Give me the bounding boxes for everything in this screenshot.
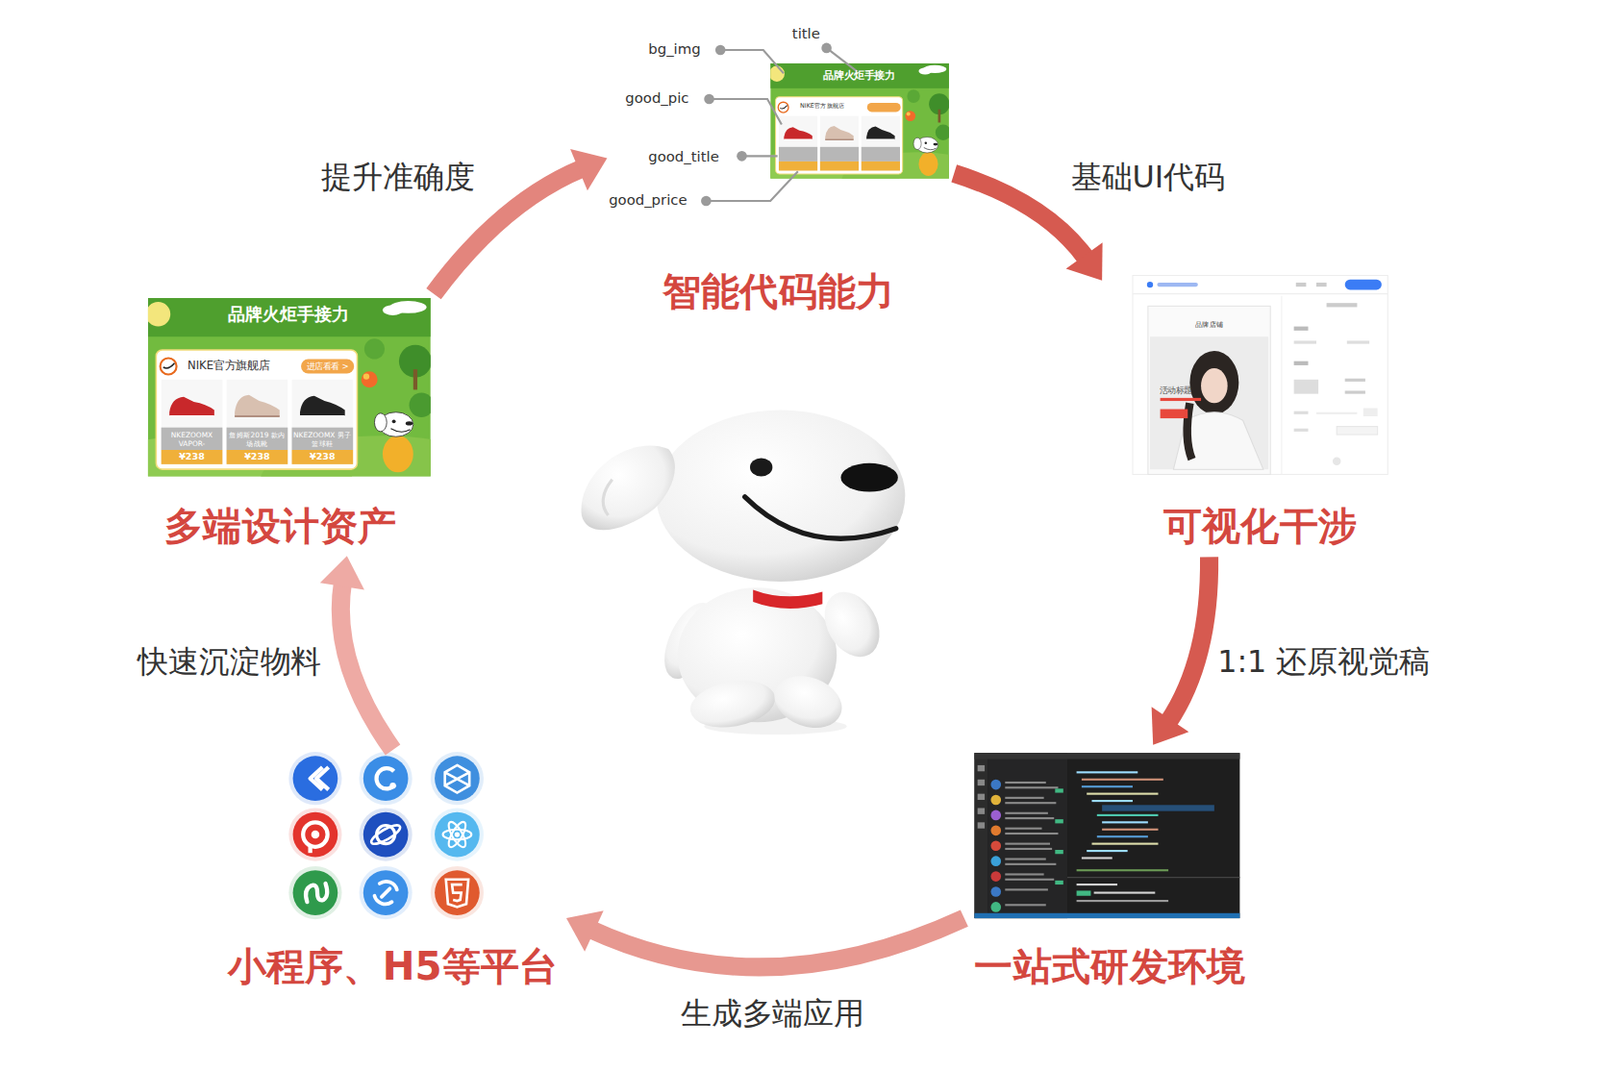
text-label: ¥238 bbox=[244, 451, 271, 463]
text-label: good_pic bbox=[625, 89, 689, 106]
arrow-body bbox=[590, 918, 965, 968]
flow-arrow bbox=[566, 910, 965, 968]
text-label: 品牌火炬手接力 bbox=[227, 305, 350, 326]
arrow-body bbox=[340, 582, 393, 750]
text-label: good_title bbox=[648, 148, 720, 165]
stage-node: 小程序、H5等平台 bbox=[219, 750, 567, 996]
arrow-head bbox=[566, 910, 604, 951]
flow-arrow bbox=[320, 555, 394, 750]
arrow-head bbox=[570, 149, 607, 191]
flow-arrow bbox=[1151, 556, 1210, 745]
text-label: good_price bbox=[608, 191, 687, 208]
leader-dots bbox=[700, 43, 832, 207]
arrow-label: 快速沉淀物料 bbox=[137, 644, 322, 678]
arrow-head bbox=[320, 555, 365, 590]
platform-icons bbox=[288, 751, 484, 920]
text-label: ¥238 bbox=[178, 451, 205, 463]
stage-label: 智能代码能力 bbox=[662, 271, 896, 314]
text-label: ¥238 bbox=[309, 451, 336, 463]
text-label: 活动标题 bbox=[1159, 386, 1193, 397]
text-label: NIKE官方旗舰店 bbox=[800, 102, 846, 110]
text-label: title bbox=[792, 25, 821, 42]
ide-screenshot bbox=[974, 752, 1240, 919]
text-label: bg_img bbox=[648, 40, 700, 57]
text-label: 品牌火炬手接力 bbox=[823, 69, 895, 81]
text-label: 品牌店铺 bbox=[1195, 320, 1225, 329]
text-label: NKEZOOMX 男子篮球鞋 bbox=[293, 431, 353, 449]
text-label: NIKE官方旗舰店 bbox=[187, 359, 271, 373]
screenshot bbox=[66, 298, 505, 528]
stage-node: 一站式研发环境 bbox=[964, 745, 1261, 996]
arrow-label: 1:1 还原视觉稿 bbox=[1217, 644, 1430, 678]
stage-label: 一站式研发环境 bbox=[974, 946, 1246, 989]
arrow-head bbox=[1151, 706, 1190, 745]
stage-label: 小程序、H5等平台 bbox=[227, 946, 559, 989]
text-label: NKEZOOMX VAPOR- bbox=[162, 431, 223, 449]
editor-screenshot bbox=[1132, 275, 1388, 475]
arrow-body bbox=[1168, 556, 1210, 723]
arrow-head bbox=[1066, 242, 1103, 280]
text-label: 进店看看 > bbox=[306, 361, 350, 372]
arrow-label: 生成多端应用 bbox=[680, 996, 865, 1030]
arrow-label: 基础UI代码 bbox=[1071, 159, 1225, 194]
stage-label: 多端设计资产 bbox=[164, 505, 398, 549]
stage-label: 可视化干涉 bbox=[1163, 505, 1358, 549]
arrow-label: 提升准确度 bbox=[321, 159, 475, 194]
stage-node: 可视化干涉 bbox=[1101, 273, 1393, 557]
mascot bbox=[581, 410, 906, 738]
stage-node: 多端设计资产 bbox=[143, 294, 434, 557]
screenshot bbox=[719, 63, 997, 212]
arrow-body bbox=[953, 173, 1087, 259]
text-label: 詹姆斯2019 款内场战靴 bbox=[227, 431, 288, 449]
